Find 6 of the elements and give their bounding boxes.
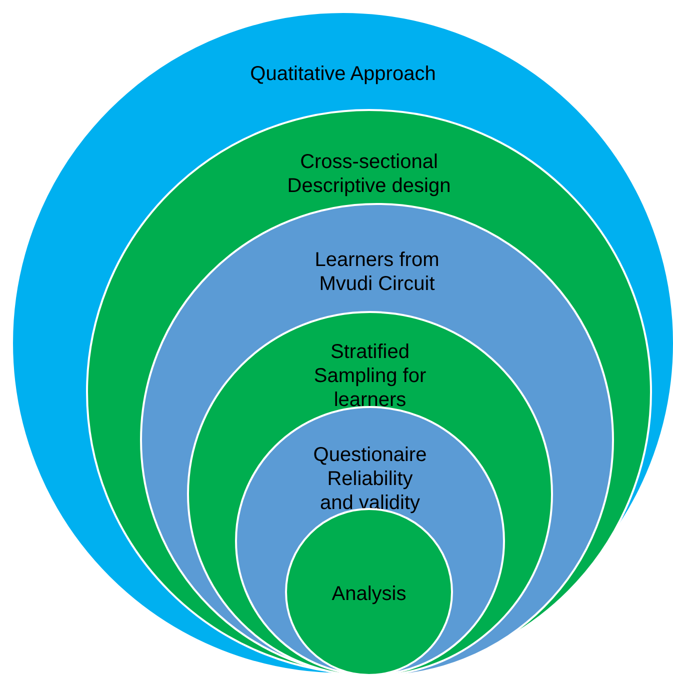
- circle-label: Questionaire Reliability and validity: [312, 443, 428, 515]
- circle-label: Cross-sectional Descriptive design: [286, 150, 452, 198]
- circle-label: Learners from Mvudi Circuit: [314, 248, 440, 296]
- circle-label: Analysis: [330, 582, 408, 606]
- circle-label: Quatitative Approach: [249, 62, 437, 86]
- circle-label: Stratified Sampling for learners: [312, 340, 428, 412]
